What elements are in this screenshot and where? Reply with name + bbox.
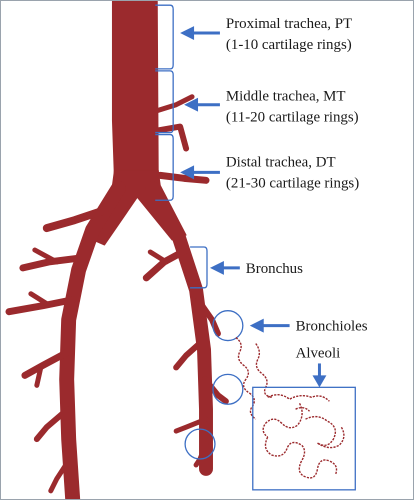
left-main-bronchus <box>59 180 126 499</box>
alveoli-cluster <box>262 394 345 479</box>
bronchiole-circle-3 <box>184 428 216 460</box>
airway-tree <box>5 1 229 499</box>
alveoli-box <box>252 386 356 491</box>
right-main-bronchus <box>145 181 213 476</box>
distal-trachea-rings: (21-30 cartilage rings) <box>226 175 359 191</box>
trachea <box>111 1 159 179</box>
alveoli-arrow <box>312 363 327 388</box>
left-branch-6 <box>48 456 73 494</box>
middle-trachea-rings: (11-20 cartilage rings) <box>226 110 359 126</box>
left-branch-5 <box>33 406 71 443</box>
bronchioles-arrow <box>249 318 290 333</box>
left-branch-4b <box>34 364 44 388</box>
right-branch-1 <box>156 171 210 184</box>
right-branch-4 <box>173 336 207 371</box>
bronchiole-duct <box>235 337 257 420</box>
right-branch-3 <box>195 296 221 337</box>
bronchiole-circle-1 <box>212 310 244 342</box>
right-branch-5 <box>202 376 229 405</box>
bronchiole-circle-2 <box>212 373 244 405</box>
bronchus-label: Bronchus <box>246 261 303 277</box>
left-branch-3 <box>5 296 77 316</box>
left-branch-3b <box>28 291 50 307</box>
distal-arrow <box>180 165 220 180</box>
trachea-side-branch-lower <box>154 123 190 152</box>
bronchiole-duct-2 <box>255 343 272 398</box>
right-branch-6 <box>173 416 209 434</box>
left-branch-1 <box>42 206 109 233</box>
bronchioles-label: Bronchioles <box>296 319 368 335</box>
alveoli-label: Alveoli <box>296 345 341 361</box>
bronchus-arrow <box>209 260 240 275</box>
left-branch-4 <box>21 348 73 379</box>
middle-trachea-label: Middle trachea, MT <box>226 89 346 105</box>
proximal-trachea-label: Proximal trachea, PT <box>226 16 352 32</box>
distal-trachea-label: Distal trachea, DT <box>226 154 336 170</box>
distal-trachea-bracket <box>155 133 174 201</box>
proximal-trachea-bracket <box>155 4 174 70</box>
left-branch-2b <box>32 247 60 265</box>
bronchus-bracket <box>190 246 208 289</box>
middle-trachea-bracket <box>155 70 174 134</box>
left-branch-2 <box>19 254 85 272</box>
middle-arrow <box>184 97 220 112</box>
right-branch-2b <box>147 249 169 265</box>
proximal-arrow <box>180 26 220 41</box>
trachea-side-branch-upper <box>154 94 195 114</box>
proximal-trachea-rings: (1-10 cartilage rings) <box>226 37 352 53</box>
